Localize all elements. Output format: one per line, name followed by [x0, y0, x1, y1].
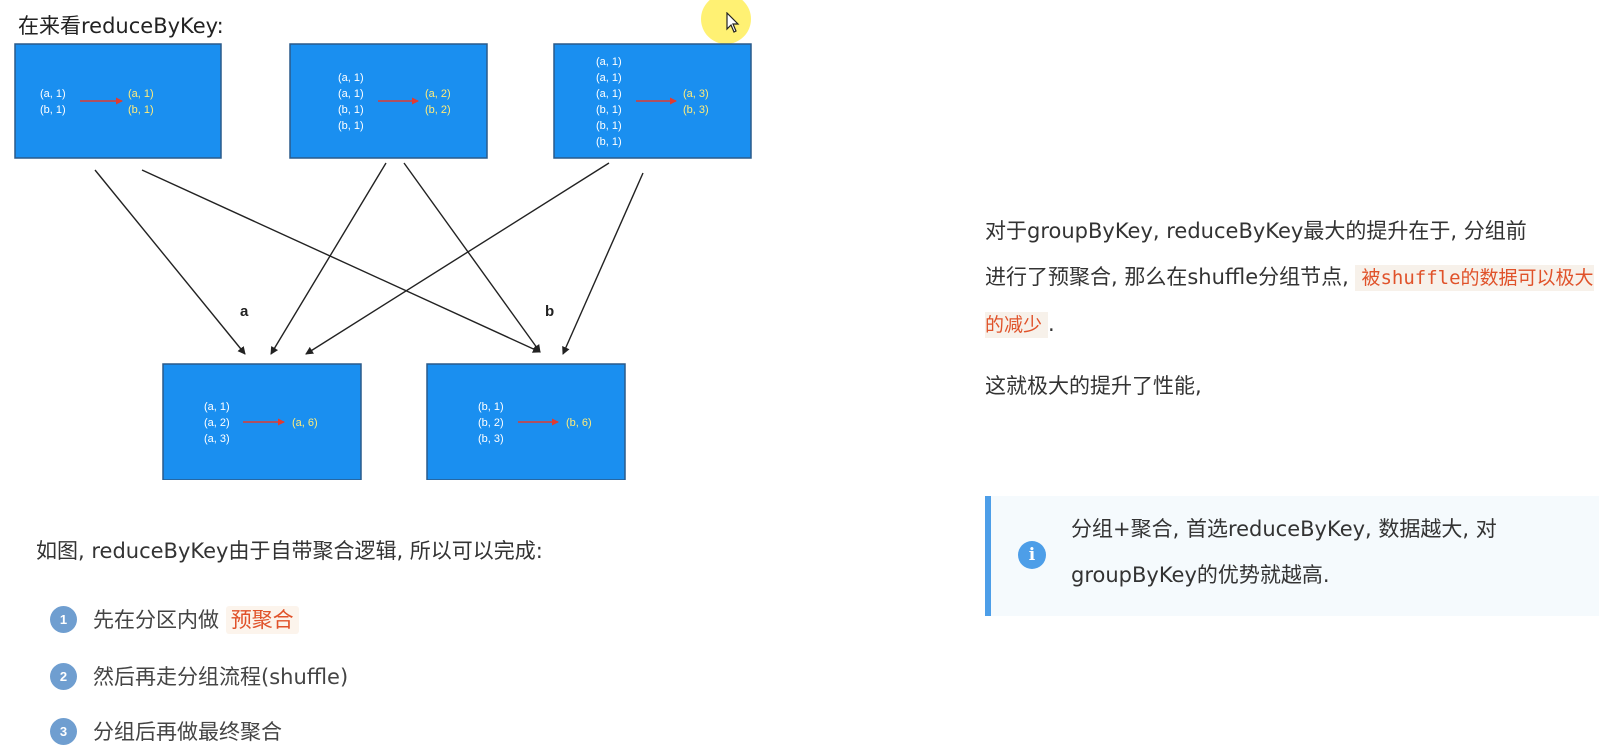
reducebykey-diagram: (a, 1) (b, 1) (a, 1) (b, 1) (a, 1) (a, 1) (b, … — [14, 43, 752, 480]
step-text: 先在分区内做 预聚合 — [93, 604, 299, 634]
partition-input-pair: (a, 1) — [596, 56, 622, 68]
paragraph-line: 对于groupByKey, reduceByKey最大的提升在于, 分组前 — [985, 219, 1527, 243]
callout-text: 分组+聚合, 首选reduceByKey, 数据越大, 对groupByKey的… — [1071, 517, 1497, 587]
partition-output-pair: (b, 2) — [425, 104, 451, 116]
partition-input-pair: (b, 1) — [596, 104, 622, 116]
group-label-b: b — [545, 303, 554, 320]
group-input-pair: (b, 3) — [478, 433, 504, 445]
performance-paragraph: 这就极大的提升了性能, — [985, 374, 1202, 398]
info-icon: i — [1018, 541, 1046, 569]
mouse-cursor-icon — [726, 11, 740, 38]
paragraph-end: . — [1048, 312, 1055, 336]
step-number: 1 — [50, 605, 77, 633]
shuffle-arrow — [403, 162, 541, 353]
paragraph-text: 进行了预聚合, 那么在shuffle分组节点, — [985, 265, 1356, 289]
partition-input-pair: (a, 1) — [40, 88, 66, 100]
group-output-pair: (a, 6) — [292, 417, 318, 429]
comparison-paragraph: 对于groupByKey, reduceByKey最大的提升在于, 分组前 进行… — [985, 208, 1595, 348]
step-number: 2 — [50, 662, 77, 690]
partition-input-pair: (b, 1) — [338, 120, 364, 132]
group-output-pair: (b, 6) — [566, 417, 592, 429]
step-highlight: 预聚合 — [225, 606, 299, 634]
partition-output-pair: (a, 1) — [128, 88, 154, 100]
step-text: 分组后再做最终聚合 — [93, 720, 282, 744]
step-label: 先在分区内做 — [93, 608, 219, 632]
shuffle-arrow — [141, 169, 541, 353]
cursor-highlight — [701, 0, 751, 44]
description-text: 如图, reduceByKey由于自带聚合逻辑, 所以可以完成: — [36, 539, 543, 563]
shuffle-arrow — [270, 162, 387, 355]
step-item-2: 2 然后再走分组流程(shuffle) — [50, 661, 348, 691]
partition-output-pair: (b, 1) — [128, 104, 154, 116]
partition-input-pair: (a, 1) — [338, 72, 364, 84]
step-text: 然后再走分组流程(shuffle) — [93, 665, 349, 689]
shuffle-arrow — [305, 162, 610, 355]
group-input-pair: (b, 1) — [478, 401, 504, 413]
shuffle-arrow — [562, 172, 644, 355]
partition-box-1 — [14, 43, 222, 159]
paragraph-line: 进行了预聚合, 那么在shuffle分组节点, 被shuffle的数据可以极大的… — [985, 254, 1595, 348]
partition-input-pair: (a, 1) — [596, 72, 622, 84]
group-input-pair: (b, 2) — [478, 417, 504, 429]
group-input-pair: (a, 1) — [204, 401, 230, 413]
partition-input-pair: (b, 1) — [596, 120, 622, 132]
info-callout: i 分组+聚合, 首选reduceByKey, 数据越大, 对groupByKe… — [985, 496, 1599, 616]
step-item-3: 3 分组后再做最终聚合 — [50, 716, 282, 746]
partition-output-pair: (a, 2) — [425, 88, 451, 100]
partition-input-pair: (b, 1) — [596, 136, 622, 148]
group-input-pair: (a, 2) — [204, 417, 230, 429]
step-number: 3 — [50, 717, 77, 745]
partition-output-pair: (b, 3) — [683, 104, 709, 116]
step-item-1: 1 先在分区内做 预聚合 — [50, 604, 299, 634]
shuffle-arrow — [94, 169, 246, 355]
partition-input-pair: (b, 1) — [338, 104, 364, 116]
partition-input-pair: (b, 1) — [40, 104, 66, 116]
group-input-pair: (a, 3) — [204, 433, 230, 445]
group-label-a: a — [240, 303, 249, 320]
partition-output-pair: (a, 3) — [683, 88, 709, 100]
partition-input-pair: (a, 1) — [338, 88, 364, 100]
partition-input-pair: (a, 1) — [596, 88, 622, 100]
diagram-title: 在来看reduceByKey: — [18, 14, 224, 38]
